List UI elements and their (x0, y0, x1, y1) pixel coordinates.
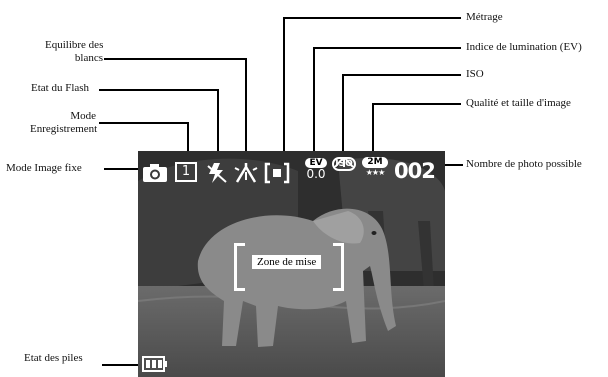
focus-bracket-right (333, 243, 344, 291)
ev-badge: EV (305, 158, 327, 168)
leader-qualite-drop (372, 103, 374, 153)
label-metrage: Métrage (466, 11, 503, 23)
ev-value: 0.0 (306, 167, 326, 181)
leader-mode-enr (99, 122, 188, 124)
label-qualite: Qualité et taille d'image (466, 97, 571, 109)
leader-mode-enr-drop (187, 122, 189, 153)
leader-mode-image-fixe (104, 168, 138, 170)
label-mode-enr-line1: Mode (70, 110, 96, 122)
leader-indice-drop (313, 47, 315, 153)
leader-metrage (283, 17, 461, 19)
leader-equilibre (104, 58, 246, 60)
label-indice: Indice de lumination (EV) (466, 41, 582, 53)
leader-iso (342, 74, 461, 76)
frame-mode-icon: 1 (175, 162, 197, 182)
leader-metrage-drop (283, 17, 285, 153)
quality-stars: ★★★ (365, 168, 386, 177)
leader-flash-drop (217, 89, 219, 153)
label-etat-piles: Etat des piles (24, 352, 83, 364)
label-etat-flash: Etat du Flash (31, 82, 90, 94)
label-iso: ISO (466, 68, 484, 80)
leader-etat-piles (102, 364, 138, 366)
focus-bracket-left (234, 243, 245, 291)
label-equilibre-line1: Equilibre des (45, 39, 104, 51)
focus-zone-label: Zone de mise (252, 255, 322, 269)
image-size-badge: 2M (362, 157, 388, 168)
image-size-icon: 2M ★★★ (362, 157, 388, 178)
leader-iso-drop (342, 74, 344, 153)
leader-flash (99, 89, 218, 91)
leader-nombre-photo (445, 164, 463, 166)
camera-lcd-screen: 1 EV 0.0 ISO 2M ★★★ 002 Zone de mise (138, 151, 445, 377)
leader-indice (313, 47, 461, 49)
focus-zone: Zone de mise (234, 243, 344, 291)
leader-equilibre-drop (245, 58, 247, 153)
leader-qualite (372, 103, 461, 105)
ev-icon: EV 0.0 (305, 158, 327, 181)
label-mode-enr-line2: Enregistrement (30, 123, 98, 135)
frame-number: 1 (181, 164, 191, 179)
iso-icon: ISO (332, 157, 356, 171)
label-equilibre-line2: blancs (74, 52, 103, 64)
shots-remaining: 002 (394, 159, 436, 183)
label-nombre-photo: Nombre de photo possible (466, 158, 582, 170)
label-mode-image-fixe: Mode Image fixe (6, 162, 82, 174)
